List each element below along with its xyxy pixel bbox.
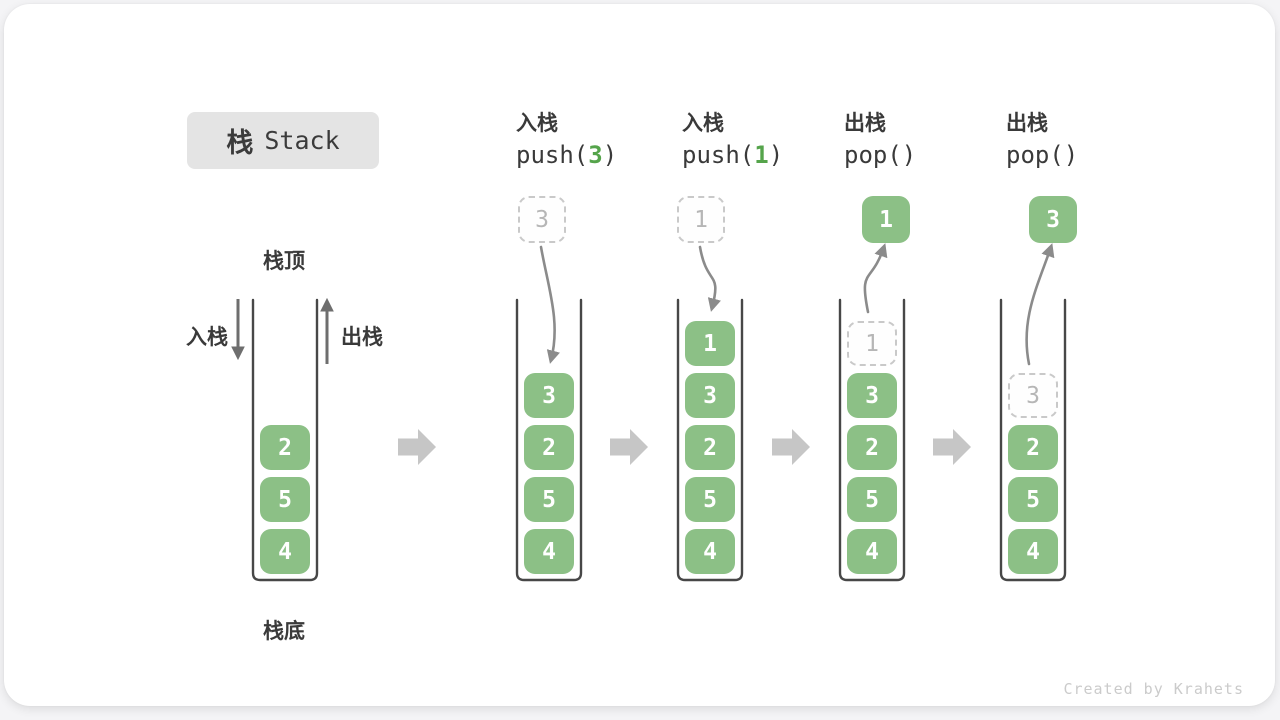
stack-top-label: 栈顶 [263,250,305,273]
watermark: Created by Krahets [1063,680,1244,698]
stack-cell: 5 [524,477,574,522]
stack-cell: 1 [685,321,735,366]
stack-cell: 5 [847,477,897,522]
operation-label: 出栈 [1006,112,1048,135]
operation-code-label: pop() [1006,141,1078,169]
stack-container-2 [676,298,744,582]
pop-legend-label: 出栈 [341,326,383,349]
stack-cell: 3 [524,373,574,418]
push-arrow [539,245,560,364]
stack-container-1 [515,298,583,582]
code-text: push( [682,141,755,169]
title-box: 栈 Stack [187,112,379,169]
stack-cell: 5 [260,477,310,522]
stack-cell: 4 [1008,529,1058,574]
operation-code-label: push(3) [516,141,617,169]
stack-cell: 5 [685,477,735,522]
stack-cell: 2 [685,425,735,470]
step-block-arrow [772,429,810,465]
stack-cell: 3 [685,373,735,418]
code-text: pop() [844,141,917,169]
operation-label: 入栈 [682,112,724,135]
step-block-arrow [933,429,971,465]
operation-label: 入栈 [516,112,558,135]
stack-cell-ghost: 1 [847,321,897,366]
code-text: ) [768,141,784,169]
stack-cell-ghost: 3 [1008,373,1058,418]
code-text: push( [516,141,589,169]
stack-container-0 [251,298,319,582]
stack-cell: 3 [847,373,897,418]
stack-bottom-label: 栈底 [263,620,305,643]
incoming-value-cell: 3 [518,196,566,243]
stack-cell: 4 [524,529,574,574]
popped-value-cell: 3 [1029,196,1077,243]
stack-cell: 4 [260,529,310,574]
stack-container-3 [838,298,906,582]
stack-cell: 5 [1008,477,1058,522]
title-zh: 栈 [226,128,254,158]
push-legend-label: 入栈 [186,326,228,349]
title-en: Stack [264,126,340,155]
incoming-value-cell: 1 [677,196,725,243]
operation-code-label: push(1) [682,141,783,169]
push-arrow [698,245,721,312]
operation-label: 出栈 [844,112,886,135]
pop-arrow [1025,243,1055,366]
stack-container-4 [999,298,1067,582]
stack-cell: 2 [847,425,897,470]
stack-cell: 2 [524,425,574,470]
stack-cell: 4 [847,529,897,574]
operation-code-label: pop() [844,141,916,169]
code-text: ) [602,141,618,169]
stack-cell: 2 [1008,425,1058,470]
step-block-arrow [610,429,648,465]
stack-cell: 2 [260,425,310,470]
code-arg: 3 [588,141,603,169]
code-text: pop() [1006,141,1079,169]
pop-arrow [863,243,888,314]
stack-cell: 4 [685,529,735,574]
popped-value-cell: 1 [862,196,910,243]
step-block-arrow [398,429,436,465]
code-arg: 1 [754,141,769,169]
